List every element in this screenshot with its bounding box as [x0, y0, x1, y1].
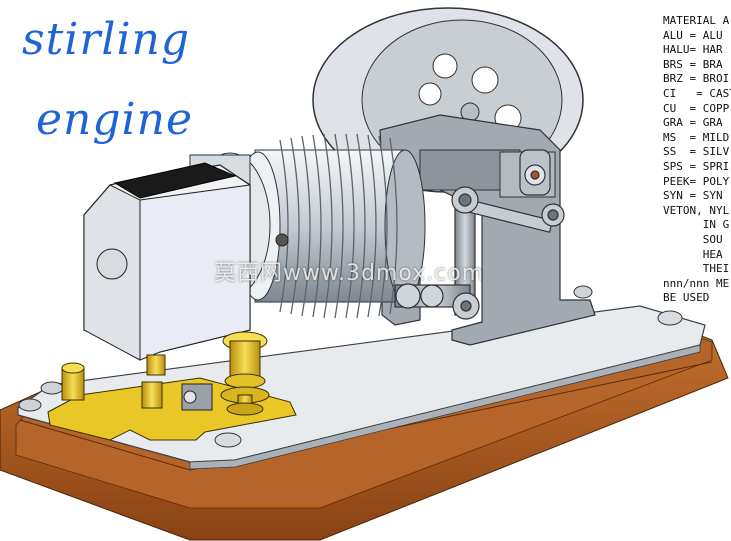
- legend-line: BRZ = BROI: [663, 72, 730, 86]
- screw-head: [214, 432, 242, 448]
- legend-line: BE USED: [663, 291, 710, 305]
- screw-head: [657, 310, 683, 326]
- legend-line: GRA = GRA: [663, 116, 723, 130]
- legend-line: VETON, NYL: [663, 203, 730, 217]
- legend-line: nnn/nnn ME: [663, 276, 730, 290]
- finned-cylinder: [235, 133, 426, 319]
- legend-line: SOU: [663, 232, 723, 246]
- legend-line: MATERIAL A: [663, 14, 730, 27]
- heater-cap: [96, 248, 128, 280]
- legend-line: HEA: [663, 247, 723, 261]
- legend-line: CU = COPP: [663, 101, 730, 115]
- legend-line: SS = SILV: [663, 145, 730, 159]
- handwritten-title-line-1: stirling: [22, 14, 191, 65]
- legend-line: SYN = SYN: [663, 189, 723, 203]
- legend-line: BRS = BRA: [663, 57, 723, 71]
- spirit-burner: [181, 331, 270, 416]
- watermark: 莫西网www.3dmox.com: [214, 261, 485, 286]
- legend-line: THEI: [663, 262, 730, 276]
- screw-head: [18, 398, 42, 412]
- legend-line: CI = CAST: [663, 86, 731, 100]
- screw-head: [573, 285, 593, 299]
- brass-post: [141, 381, 163, 409]
- legend-line: PEEK= POLY: [663, 174, 730, 188]
- legend-line: MS = MILD: [663, 130, 730, 144]
- crank-linkage: [394, 149, 565, 320]
- legend-line: ALU = ALU: [663, 28, 723, 42]
- cooling-fins: [279, 133, 398, 319]
- legend-line: IN G: [663, 218, 730, 232]
- handwritten-title-line-2: engine: [36, 94, 193, 145]
- heater-box: [83, 162, 251, 376]
- screw-head: [40, 381, 64, 395]
- legend-line: HALU= HAR: [663, 43, 723, 57]
- legend-line: SPS = SPRI: [663, 159, 730, 173]
